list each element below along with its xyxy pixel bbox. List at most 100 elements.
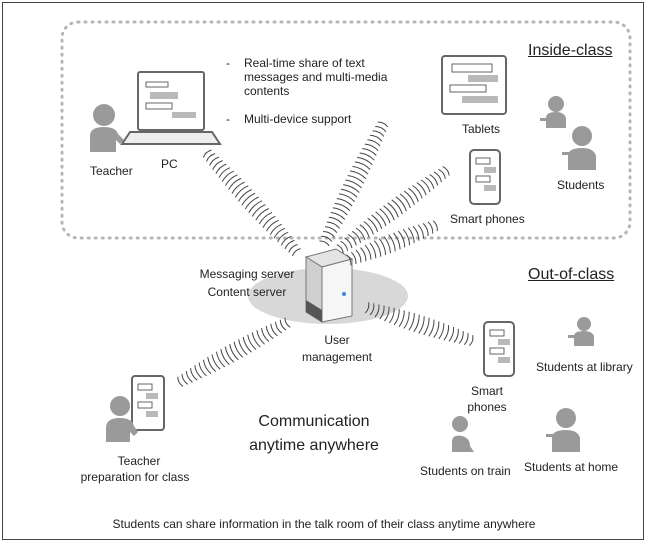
wave-arc (224, 174, 238, 186)
wave-arc (442, 166, 450, 176)
teacher-label: Teacher (90, 164, 133, 178)
wave-arc (273, 227, 286, 239)
wave-arc (324, 226, 338, 234)
wave-arc (261, 328, 270, 342)
wave-arc (364, 244, 372, 260)
wave-arc (393, 232, 401, 250)
wave-arc (220, 349, 230, 366)
wave-arc (413, 314, 420, 333)
outer-frame (2, 2, 644, 540)
bullet-dash: - (226, 56, 230, 70)
wave-arc (418, 316, 425, 334)
students-library-label: Students at library (536, 360, 633, 374)
wave-arc (417, 224, 425, 239)
wave-arc (242, 336, 252, 353)
wave-arc (383, 205, 395, 221)
wave-arc (458, 330, 464, 344)
wave-arc (247, 334, 257, 350)
wave-arc (270, 323, 278, 337)
pc-label: PC (161, 157, 178, 171)
wave-arc (326, 221, 340, 229)
tablets-label: Tablets (462, 122, 501, 136)
wave-arc (207, 356, 217, 372)
wave-arc (364, 302, 370, 314)
wave-arc (234, 185, 249, 198)
wave-arc (438, 168, 446, 179)
wave-arc (351, 230, 362, 243)
wave-arc (433, 321, 440, 338)
wave-arc (336, 198, 353, 207)
wave-arc (215, 351, 226, 368)
bullet-text-1: Real-time share of text messages and mul… (244, 56, 388, 98)
laptop-pc-icon (120, 71, 222, 145)
server-label-1: Messaging server (199, 267, 295, 281)
wave-arc (269, 223, 282, 236)
wave-arc (215, 163, 227, 174)
wave-arc (181, 373, 189, 385)
wave-arc (231, 181, 245, 194)
wave-arc (391, 199, 403, 215)
wave-arc (323, 231, 335, 238)
wave-arc (211, 354, 221, 370)
wave-arc (292, 248, 301, 257)
wave-arc (384, 306, 390, 322)
wave-arc (379, 208, 391, 224)
wave-arc (427, 221, 434, 234)
wave-arc (448, 326, 455, 342)
wave-arc (469, 335, 474, 347)
wave-arc (336, 244, 344, 254)
wave-arc (350, 252, 357, 265)
server-icon (304, 248, 354, 323)
wave-arc (420, 179, 431, 193)
inside-class-heading: Inside-class (528, 42, 613, 59)
wave-arc (379, 305, 385, 320)
wave-arc (206, 153, 216, 162)
wave-arc (275, 321, 283, 334)
footer-caption: Students can share information in the ta… (112, 517, 536, 531)
wave-arc (346, 254, 352, 266)
students-home-label: Students at home (524, 460, 619, 474)
wave-arc (433, 171, 442, 183)
wave-arc (453, 328, 459, 343)
communication-label-2: anytime anywhere (249, 437, 379, 454)
wave-arc (319, 240, 330, 247)
wave-arc (279, 319, 287, 331)
teacher-prep-icon (106, 396, 138, 442)
wave-arc (221, 170, 234, 183)
wave-arc (369, 134, 383, 142)
wave-arc (398, 230, 406, 248)
wave-arc (428, 319, 435, 337)
wave-arc (429, 174, 439, 186)
smart-phones-out-label-1: Smart (470, 384, 503, 398)
server-label-2: Content server (207, 285, 287, 299)
communication-label-1: Communication (258, 413, 370, 430)
wave-arc (362, 148, 377, 156)
wave-arc (288, 244, 298, 253)
wave-arc (233, 341, 244, 358)
user-management-label-1: User (324, 333, 350, 347)
wave-arc (374, 304, 380, 318)
wave-arc (340, 240, 349, 251)
wave-arc (251, 204, 266, 217)
students-label: Students (557, 178, 605, 192)
wave-arc (328, 216, 343, 225)
wave-arc (375, 126, 387, 133)
wave-arc (387, 202, 399, 218)
wave-arc (422, 223, 429, 237)
wave-arc (371, 214, 383, 230)
wave-arc (363, 221, 374, 235)
wave-arc (374, 240, 382, 257)
students-train-label: Students on train (420, 464, 511, 478)
wave-arc (194, 365, 203, 379)
wave-arc (443, 325, 450, 341)
wave-arc (256, 330, 265, 345)
wave-arc (438, 323, 445, 340)
wave-arc (367, 217, 379, 232)
wave-arc (360, 247, 367, 262)
wave-arc (359, 224, 370, 238)
teacher-icon (90, 104, 124, 152)
students-icon (540, 96, 596, 170)
student-home-icon (546, 408, 580, 452)
wave-arc (330, 212, 346, 220)
wave-arc (241, 192, 256, 206)
